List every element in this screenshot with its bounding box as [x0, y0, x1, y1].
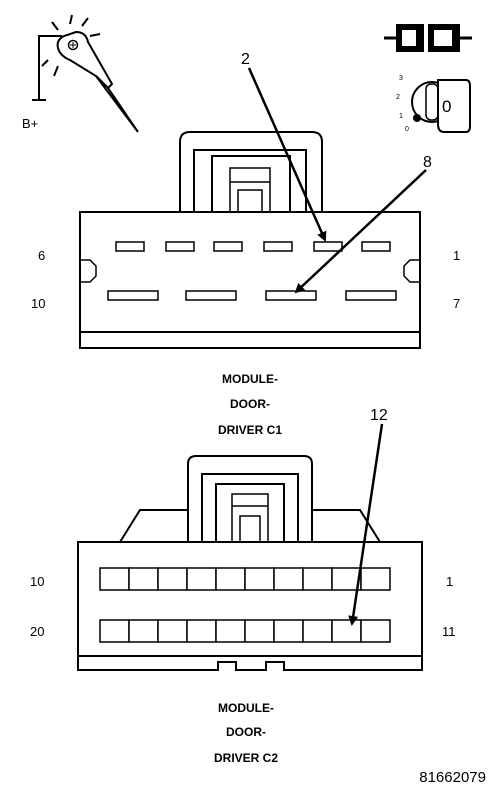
c2-pin-label-20: 20 — [30, 624, 44, 639]
c2-cavity — [186, 619, 217, 643]
callout-12-arrow — [348, 423, 384, 626]
c1-cavity — [313, 241, 343, 252]
connector-c1 — [79, 131, 421, 349]
c2-cavity — [99, 619, 130, 643]
c2-title-line-3: DRIVER C2 — [214, 751, 278, 765]
c1-top-cavity-row — [115, 241, 391, 252]
c2-cavity — [186, 567, 217, 591]
c1-cavity — [361, 241, 391, 252]
c2-pin-label-10: 10 — [30, 574, 44, 589]
c1-pin-label-7: 7 — [453, 296, 460, 311]
c2-top-cavity-row — [99, 567, 391, 591]
c2-bottom-cavity-row — [99, 619, 391, 643]
figure-number: 81662079 — [419, 769, 486, 786]
c1-cavity — [265, 290, 317, 301]
b-plus-label: B+ — [22, 116, 38, 131]
ignition-position-zero: 0 — [442, 97, 451, 116]
c2-cavity — [331, 619, 362, 643]
c2-cavity — [360, 567, 391, 591]
c2-cavity — [99, 567, 130, 591]
c2-cavity — [273, 619, 304, 643]
c1-bottom-cavity-row — [107, 290, 397, 301]
c2-cavity — [360, 619, 391, 643]
test-light-probe-icon — [32, 14, 139, 133]
c2-title-line-2: DOOR- — [226, 725, 266, 739]
callout-12-label: 12 — [370, 407, 388, 424]
c1-title-line-2: DOOR- — [230, 397, 270, 411]
c1-cavity — [213, 241, 243, 252]
c2-cavity — [215, 567, 246, 591]
c2-title-line-1: MODULE- — [218, 701, 274, 715]
c1-pin-label-6: 6 — [38, 248, 45, 263]
ignition-pos-0: 0 — [405, 126, 409, 133]
c1-cavity — [345, 290, 397, 301]
c2-cavity — [157, 619, 188, 643]
c1-cavity — [115, 241, 145, 252]
ignition-pos-1: 1 — [399, 113, 403, 120]
c2-cavity — [302, 619, 333, 643]
c2-cavity — [128, 567, 159, 591]
c2-pin-label-1: 1 — [446, 574, 453, 589]
c2-pin-label-11: 11 — [442, 624, 456, 639]
callout-2-arrow — [247, 67, 327, 242]
callout-8-arrow — [294, 169, 427, 294]
connector-c2 — [77, 455, 423, 671]
c2-cavity — [302, 567, 333, 591]
ignition-key-icon — [411, 79, 471, 133]
c2-cavity — [244, 567, 275, 591]
ignition-pos-2: 2 — [396, 94, 400, 101]
c1-pin-label-1: 1 — [453, 248, 460, 263]
c1-title-line-1: MODULE- — [222, 372, 278, 386]
c2-cavity — [157, 567, 188, 591]
c1-pin-label-10: 10 — [31, 296, 45, 311]
c2-cavity — [244, 619, 275, 643]
connector-disconnect-icon — [384, 24, 472, 52]
c1-cavity — [107, 290, 159, 301]
callout-8-label: 8 — [423, 154, 432, 171]
callout-2-label: 2 — [241, 51, 250, 68]
ignition-pos-3: 3 — [399, 75, 403, 82]
c2-cavity — [128, 619, 159, 643]
c1-cavity — [185, 290, 237, 301]
c1-cavity — [165, 241, 195, 252]
c2-cavity — [215, 619, 246, 643]
c2-cavity — [273, 567, 304, 591]
c1-cavity — [263, 241, 293, 252]
c1-title-line-3: DRIVER C1 — [218, 423, 282, 437]
